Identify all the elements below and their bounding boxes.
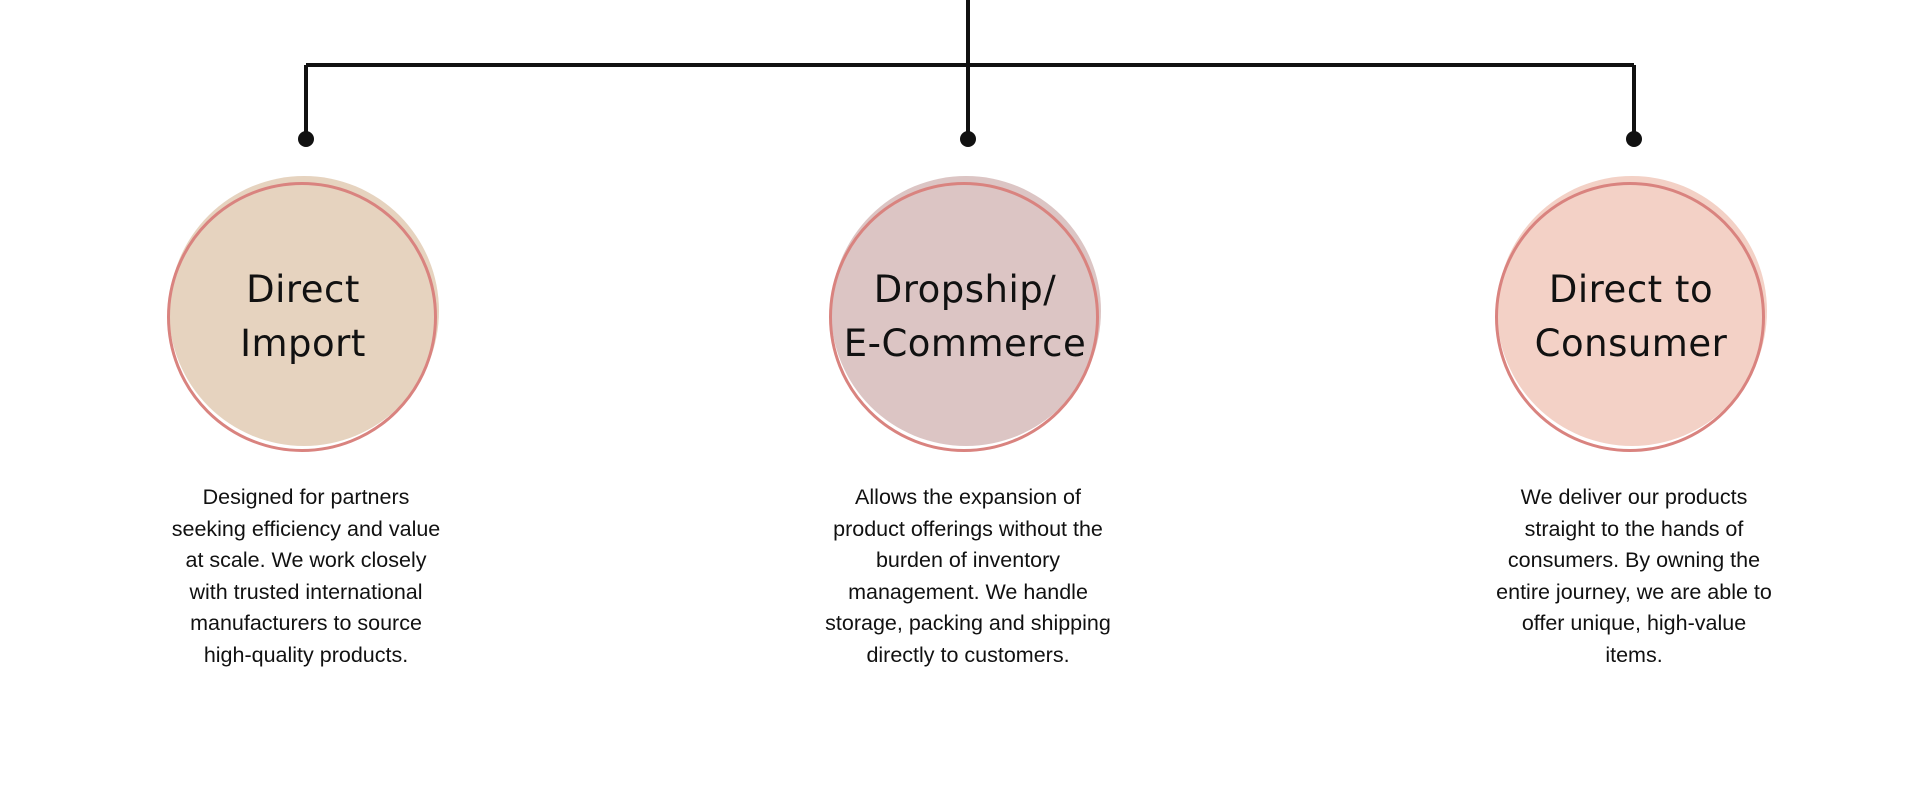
node-description: Allows the expansion of product offering… [818, 482, 1118, 671]
description-line: straight to the hands of [1524, 516, 1744, 541]
node-title-line: Direct [246, 268, 360, 311]
circle-badge: Direct to Consumer [1494, 176, 1774, 456]
description-line: entire journey, we are able to [1496, 579, 1772, 604]
node-title-line: Consumer [1534, 322, 1728, 365]
description-line: offer unique, high-value [1521, 611, 1747, 635]
node-title-line: Import [240, 322, 366, 365]
description-line: manufacturers to source [190, 611, 422, 635]
node-description: We deliver our products straight to the … [1484, 482, 1784, 671]
circle-badge: Direct Import [166, 176, 446, 456]
node-description: Designed for partners seeking efficiency… [156, 482, 456, 671]
connector-dot-3 [1626, 131, 1642, 147]
node-title: Direct to Consumer [1494, 176, 1768, 458]
circle-ring [829, 182, 1099, 452]
description-line: storage, packing and shipping [825, 611, 1111, 635]
description-line: Allows the expansion of [855, 485, 1081, 509]
description-line: burden of inventory [875, 548, 1061, 572]
description-line: high-quality products. [203, 642, 409, 667]
description-line: seeking efficiency and value [171, 516, 441, 541]
description-line: We deliver our products [1520, 485, 1748, 509]
node-title: Dropship/ E-Commerce [828, 176, 1102, 458]
node-title-line: Direct to [1548, 268, 1714, 311]
node-direct-import: Direct Import Designed for partners seek… [151, 176, 461, 671]
node-title: Direct Import [166, 176, 440, 458]
description-line: directly to customers. [866, 642, 1070, 667]
description-line: Designed for partners [202, 485, 410, 509]
node-dropship-ecommerce: Dropship/ E-Commerce Allows the expansio… [813, 176, 1123, 671]
node-title-line: Dropship/ [873, 268, 1057, 311]
description-line: with trusted international [189, 579, 423, 604]
description-line: product offerings without the [833, 516, 1103, 541]
node-title-line: E-Commerce [843, 322, 1087, 365]
description-line: consumers. By owning the [1507, 548, 1761, 572]
connector-dot-2 [960, 131, 976, 147]
node-direct-to-consumer: Direct to Consumer We deliver our produc… [1479, 176, 1789, 671]
circle-badge: Dropship/ E-Commerce [828, 176, 1108, 456]
description-line: at scale. We work closely [185, 548, 427, 572]
description-line: management. We handle [848, 579, 1088, 604]
circle-ring [1495, 182, 1765, 452]
connector-dot-1 [298, 131, 314, 147]
description-line: items. [1605, 642, 1663, 667]
circle-ring [167, 182, 437, 452]
